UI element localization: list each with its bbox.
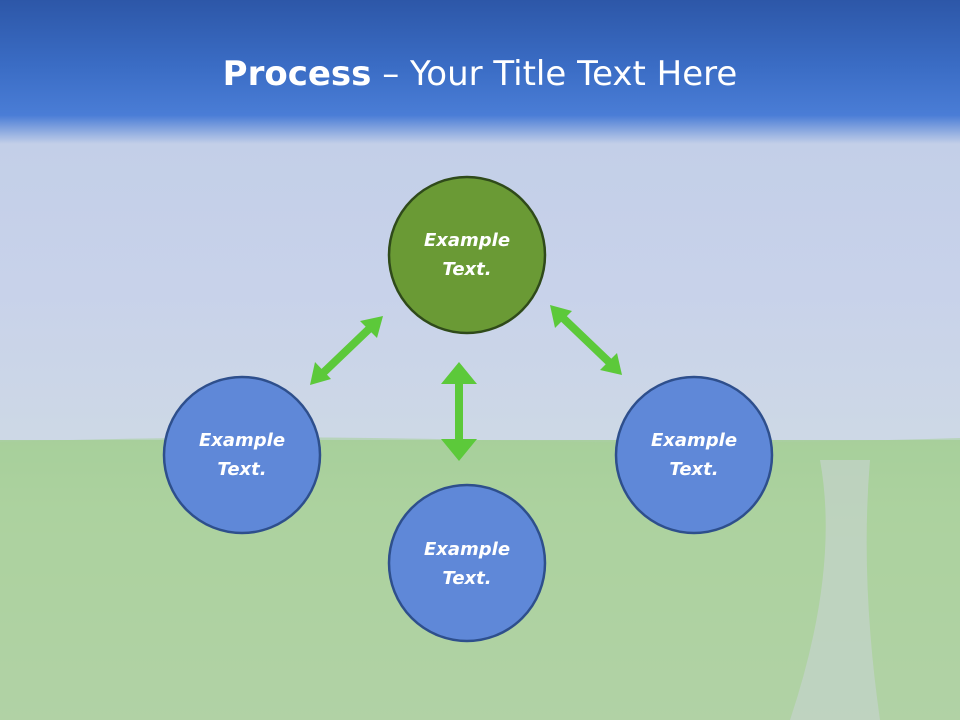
node-left-line1: Example: [198, 430, 286, 451]
title-separator: –: [371, 54, 411, 94]
nodes: [162, 175, 774, 643]
title-rest: Your Title Text Here: [410, 54, 738, 94]
node-left-line2: Text.: [217, 459, 267, 480]
node-left-circle: [162, 375, 322, 535]
arrows: [310, 305, 622, 461]
slide-title: Process – Your Title Text Here: [0, 52, 960, 96]
arrow-left-top: [310, 316, 383, 385]
title-bold: Process: [222, 54, 372, 94]
node-bottom-circle: [387, 483, 547, 643]
node-bottom-line2: Text.: [442, 568, 492, 589]
node-right-label: Example Text.: [619, 426, 769, 484]
node-left-label: Example Text.: [167, 426, 317, 484]
node-bottom-label: Example Text.: [392, 535, 542, 593]
arrow-vertical: [441, 362, 477, 461]
node-bottom-line1: Example: [423, 539, 511, 560]
node-right-line2: Text.: [669, 459, 719, 480]
node-top-circle: [387, 175, 547, 335]
node-right-line1: Example: [650, 430, 738, 451]
node-right-circle: [614, 375, 774, 535]
node-top-line1: Example: [423, 230, 511, 251]
node-top-label: Example Text.: [392, 226, 542, 284]
node-top-line2: Text.: [442, 259, 492, 280]
arrow-right-top: [550, 305, 622, 375]
